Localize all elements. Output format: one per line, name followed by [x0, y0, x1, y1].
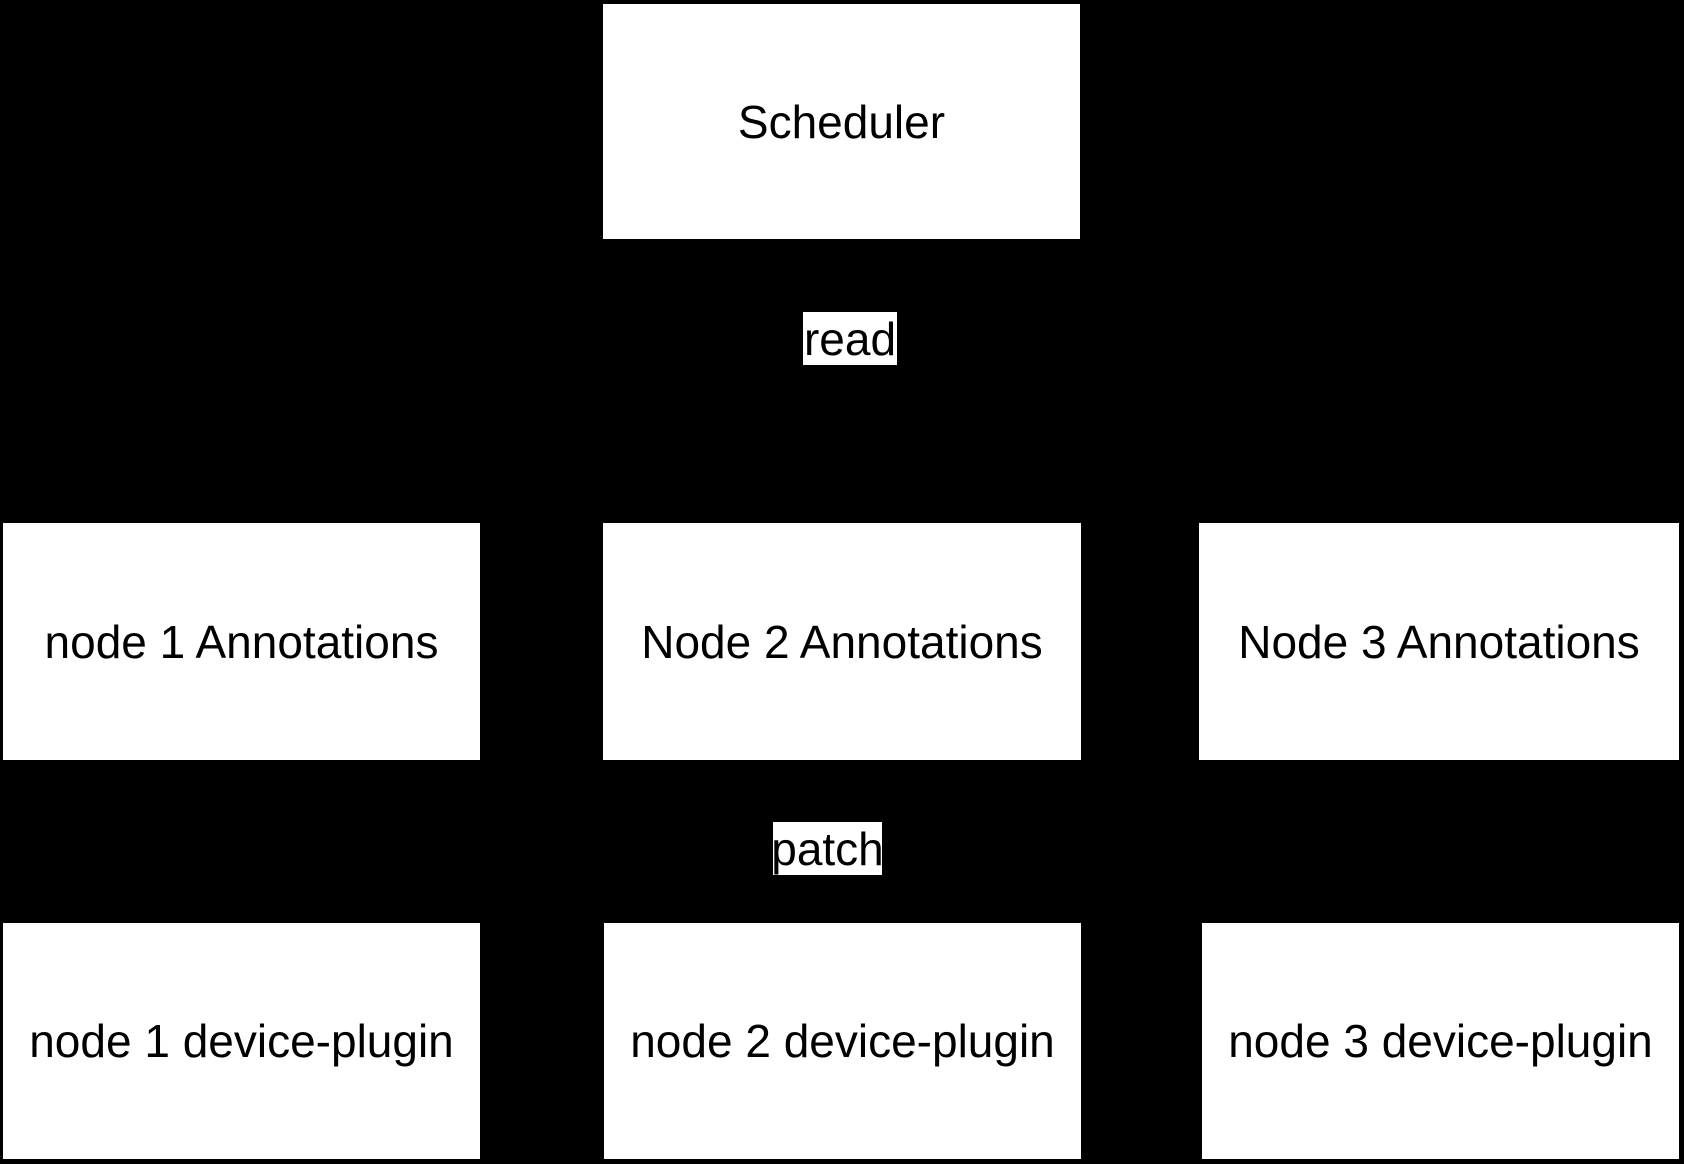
node-3-annotations: Node 3 Annotations	[1199, 523, 1679, 760]
node-3-annotations-label: Node 3 Annotations	[1238, 615, 1640, 668]
node-1-device-plugin-label: node 1 device-plugin	[29, 1015, 454, 1067]
node-2-device-plugin: node 2 device-plugin	[604, 923, 1081, 1159]
node-1-annotations: node 1 Annotations	[3, 523, 480, 760]
node-2-annotations: Node 2 Annotations	[603, 523, 1081, 760]
node-1-annotations-label: node 1 Annotations	[44, 615, 439, 668]
node-2-device-plugin-label: node 2 device-plugin	[630, 1015, 1055, 1067]
node-scheduler: Scheduler	[603, 4, 1080, 239]
node-scheduler-label: Scheduler	[737, 95, 946, 148]
node-2-annotations-label: Node 2 Annotations	[641, 615, 1043, 668]
node-3-device-plugin: node 3 device-plugin	[1202, 923, 1679, 1159]
edge-label-patch-text: patch	[771, 822, 884, 875]
edge-label-read-text: read	[803, 312, 897, 365]
edge-label-read: read	[803, 312, 897, 365]
node-3-device-plugin-label: node 3 device-plugin	[1228, 1015, 1653, 1067]
node-1-device-plugin: node 1 device-plugin	[3, 923, 480, 1159]
edge-label-patch: patch	[771, 822, 884, 875]
